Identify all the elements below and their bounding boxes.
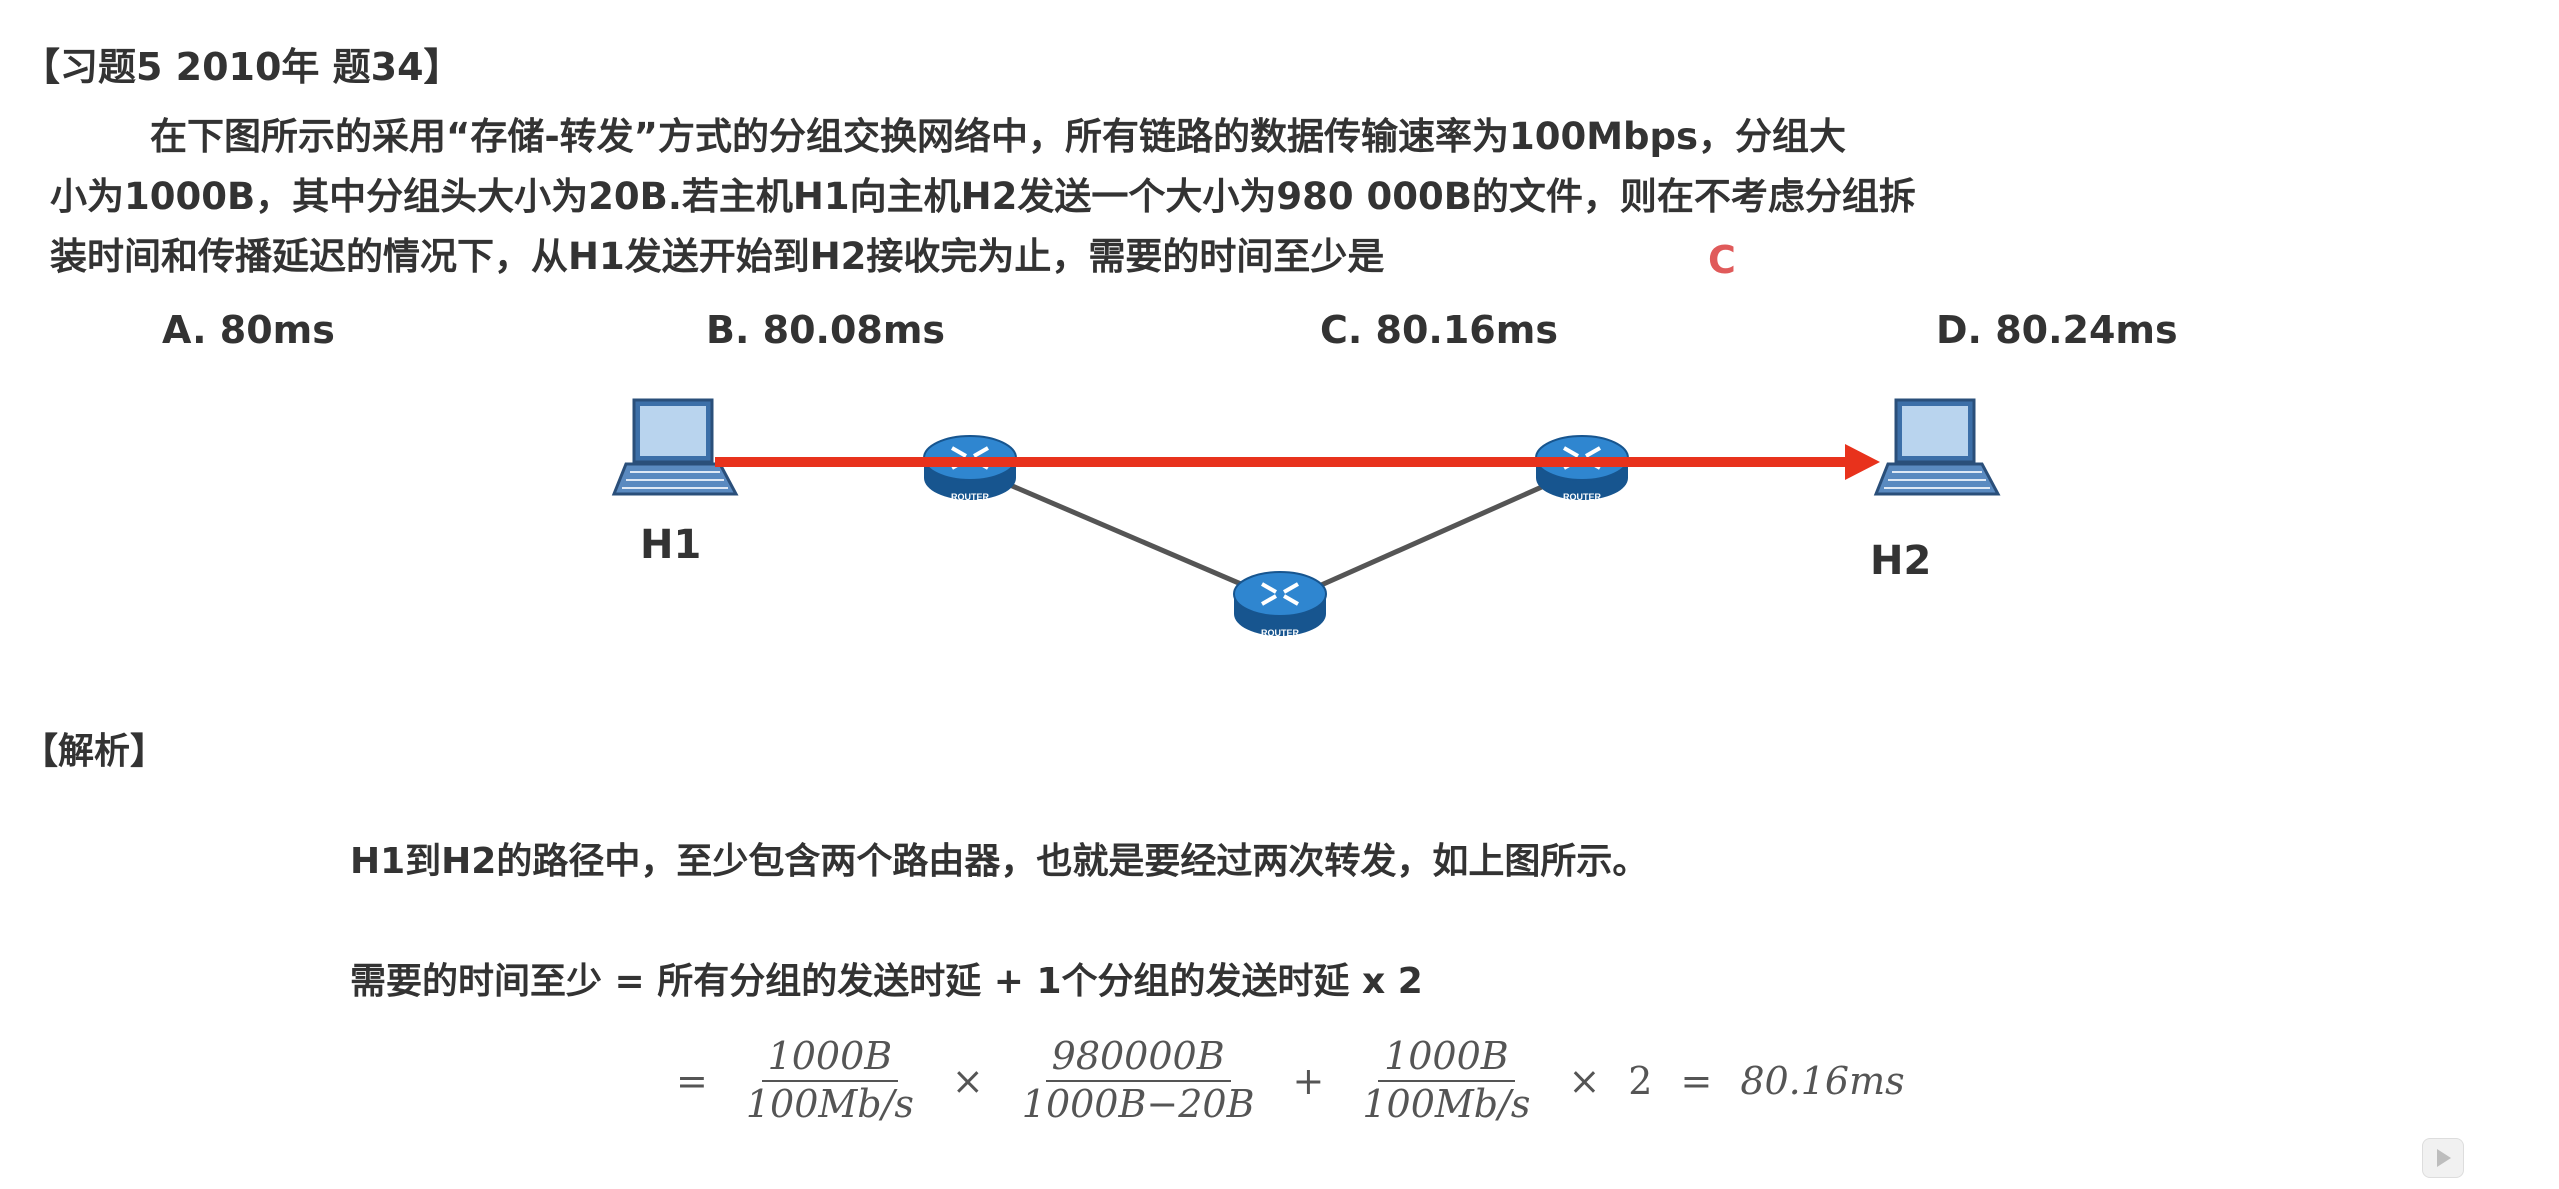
- host-h2-label: H2: [1870, 538, 1932, 584]
- h2-laptop-icon: [1874, 398, 2000, 496]
- formula-equals: =: [676, 1058, 708, 1103]
- router-label-right: ROUTER: [1563, 492, 1602, 502]
- formula-times-2: ×: [1568, 1058, 1601, 1103]
- option-d: D. 80.24ms: [1936, 308, 2178, 352]
- h1-laptop-icon: [612, 398, 738, 496]
- formula: = 1000B 100Mb/s × 980000B 1000B−20B + 10…: [662, 1035, 1919, 1126]
- formula-times-1: ×: [951, 1058, 984, 1103]
- router-icon-right: [1534, 434, 1630, 502]
- link-lines: [974, 467, 1582, 605]
- fraction-2-denominator: 1000B−20B: [1021, 1081, 1255, 1126]
- fraction-1-numerator: 1000B: [761, 1035, 899, 1082]
- question-line-2: 小为1000B，其中分组头大小为20B.若主机H1向主机H2发送一个大小为980…: [50, 175, 1916, 218]
- router-icon-bottom: [1232, 570, 1328, 638]
- arrow-line: [715, 444, 1880, 480]
- answer-mark: C: [1708, 238, 1736, 282]
- play-button[interactable]: [2422, 1138, 2464, 1178]
- fraction-2: 980000B 1000B−20B: [1016, 1035, 1261, 1126]
- option-c: C. 80.16ms: [1320, 308, 1558, 352]
- fraction-3-denominator: 100Mb/s: [1362, 1081, 1531, 1126]
- formula-plus: +: [1292, 1058, 1325, 1103]
- fraction-1-denominator: 100Mb/s: [745, 1081, 914, 1126]
- fraction-3: 1000B 100Mb/s: [1356, 1035, 1536, 1126]
- fraction-2-numerator: 980000B: [1045, 1035, 1231, 1082]
- formula-two: 2: [1628, 1058, 1653, 1103]
- router-label-bottom: ROUTER: [1261, 628, 1300, 638]
- problem-title: 【习题5 2010年 题34】: [22, 45, 462, 89]
- analysis-line-1: H1到H2的路径中，至少包含两个路由器，也就是要经过两次转发，如上图所示。: [350, 841, 1649, 882]
- fraction-3-numerator: 1000B: [1378, 1035, 1515, 1082]
- host-h1-label: H1: [640, 522, 702, 568]
- analysis-line-2: 需要的时间至少 = 所有分组的发送时延 + 1个分组的发送时延 x 2: [350, 961, 1423, 1002]
- formula-equals-2: =: [1680, 1058, 1713, 1103]
- question-line-3: 装时间和传播延迟的情况下，从H1发送开始到H2接收完为止，需要的时间至少是: [50, 235, 1385, 278]
- analysis-heading: 【解析】: [22, 731, 167, 772]
- router-label-left: ROUTER: [951, 492, 990, 502]
- fraction-1: 1000B 100Mb/s: [740, 1035, 920, 1126]
- question-line-1: 在下图所示的采用“存储-转发”方式的分组交换网络中，所有链路的数据传输速率为10…: [150, 115, 1847, 158]
- router-icon-left: [922, 434, 1018, 502]
- formula-result: 80.16ms: [1740, 1058, 1905, 1103]
- option-b: B. 80.08ms: [706, 308, 946, 352]
- play-icon: [2437, 1149, 2451, 1167]
- option-a: A. 80ms: [162, 308, 335, 352]
